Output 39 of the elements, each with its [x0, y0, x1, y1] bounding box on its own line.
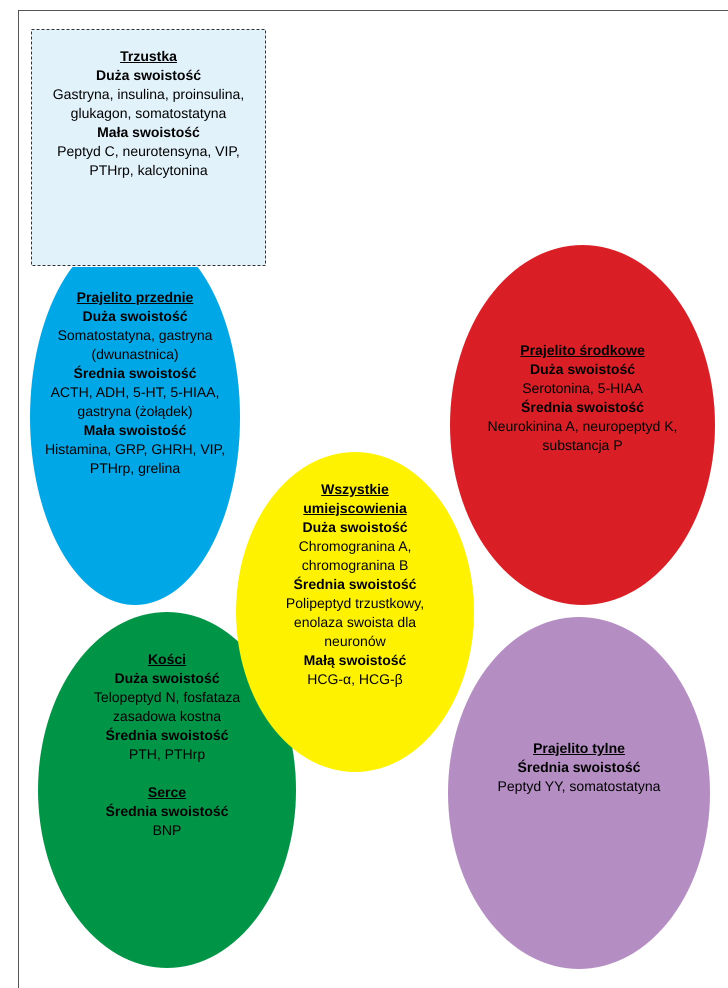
marker-list: BNP — [152, 821, 182, 840]
marker-list: Neurokinina A, neuropeptyd K, substancja P — [480, 417, 685, 455]
marker-list: Telopeptyd N, fosfataza zasadowa kostna — [68, 688, 266, 726]
heading: Serce — [148, 783, 186, 802]
subheading: Małą swoistość — [304, 651, 406, 670]
marker-list: Chromogranina A, chromogranina B — [274, 537, 436, 575]
subheading: Średnia swoistość — [518, 758, 640, 777]
subheading: Duża swoistość — [302, 518, 408, 537]
marker-list: Peptyd YY, somatostatyna — [498, 777, 660, 796]
marker-list: Serotonina, 5-HIAA — [522, 379, 643, 398]
subheading: Duża swoistość — [114, 669, 220, 688]
subheading: Średnia swoistość — [106, 802, 228, 821]
subheading: Mała swoistość — [97, 123, 200, 142]
subheading: Duża swoistość — [96, 66, 202, 85]
marker-list: ACTH, ADH, 5-HT, 5-HIAA, gastryna (żołądek) — [44, 383, 226, 421]
marker-list: Gastryna, insulina, proinsulina, glukagon, somatostatyna — [39, 85, 258, 123]
region-ellipse — [38, 612, 296, 968]
marker-list: Somatostatyna, gastryna (dwunastnica) — [44, 326, 226, 364]
subheading: Średnia swoistość — [74, 364, 196, 383]
heading: Prajelito przednie — [76, 288, 194, 307]
subheading: Duża swoistość — [82, 307, 188, 326]
heading: Wszystkie umiejscowienia — [302, 480, 408, 518]
heading: Trzustka — [120, 47, 177, 66]
heading: Kości — [148, 650, 186, 669]
subheading: Średnia swoistość — [294, 575, 416, 594]
marker-list: Histamina, GRP, GHRH, VIP, PTHrp, grelina — [44, 440, 226, 478]
region-box — [31, 29, 266, 266]
marker-list: Peptyd C, neurotensyna, VIP, PTHrp, kalcytonina — [39, 142, 258, 180]
marker-list: Polipeptyd trzustkowy, enolaza swoista dla neuronów — [274, 594, 436, 651]
heading: Prajelito tylne — [533, 739, 625, 758]
subheading: Mała swoistość — [84, 421, 186, 440]
region-ellipse — [450, 245, 715, 605]
marker-list: PTH, PTHrp — [128, 745, 206, 764]
heading: Prajelito środkowe — [520, 341, 645, 360]
subheading: Duża swoistość — [530, 360, 636, 379]
region-ellipse — [448, 617, 710, 969]
subheading: Średnia swoistość — [521, 398, 644, 417]
marker-list: HCG-α, HCG-β — [307, 670, 403, 689]
subheading: Średnia swoistość — [106, 726, 228, 745]
